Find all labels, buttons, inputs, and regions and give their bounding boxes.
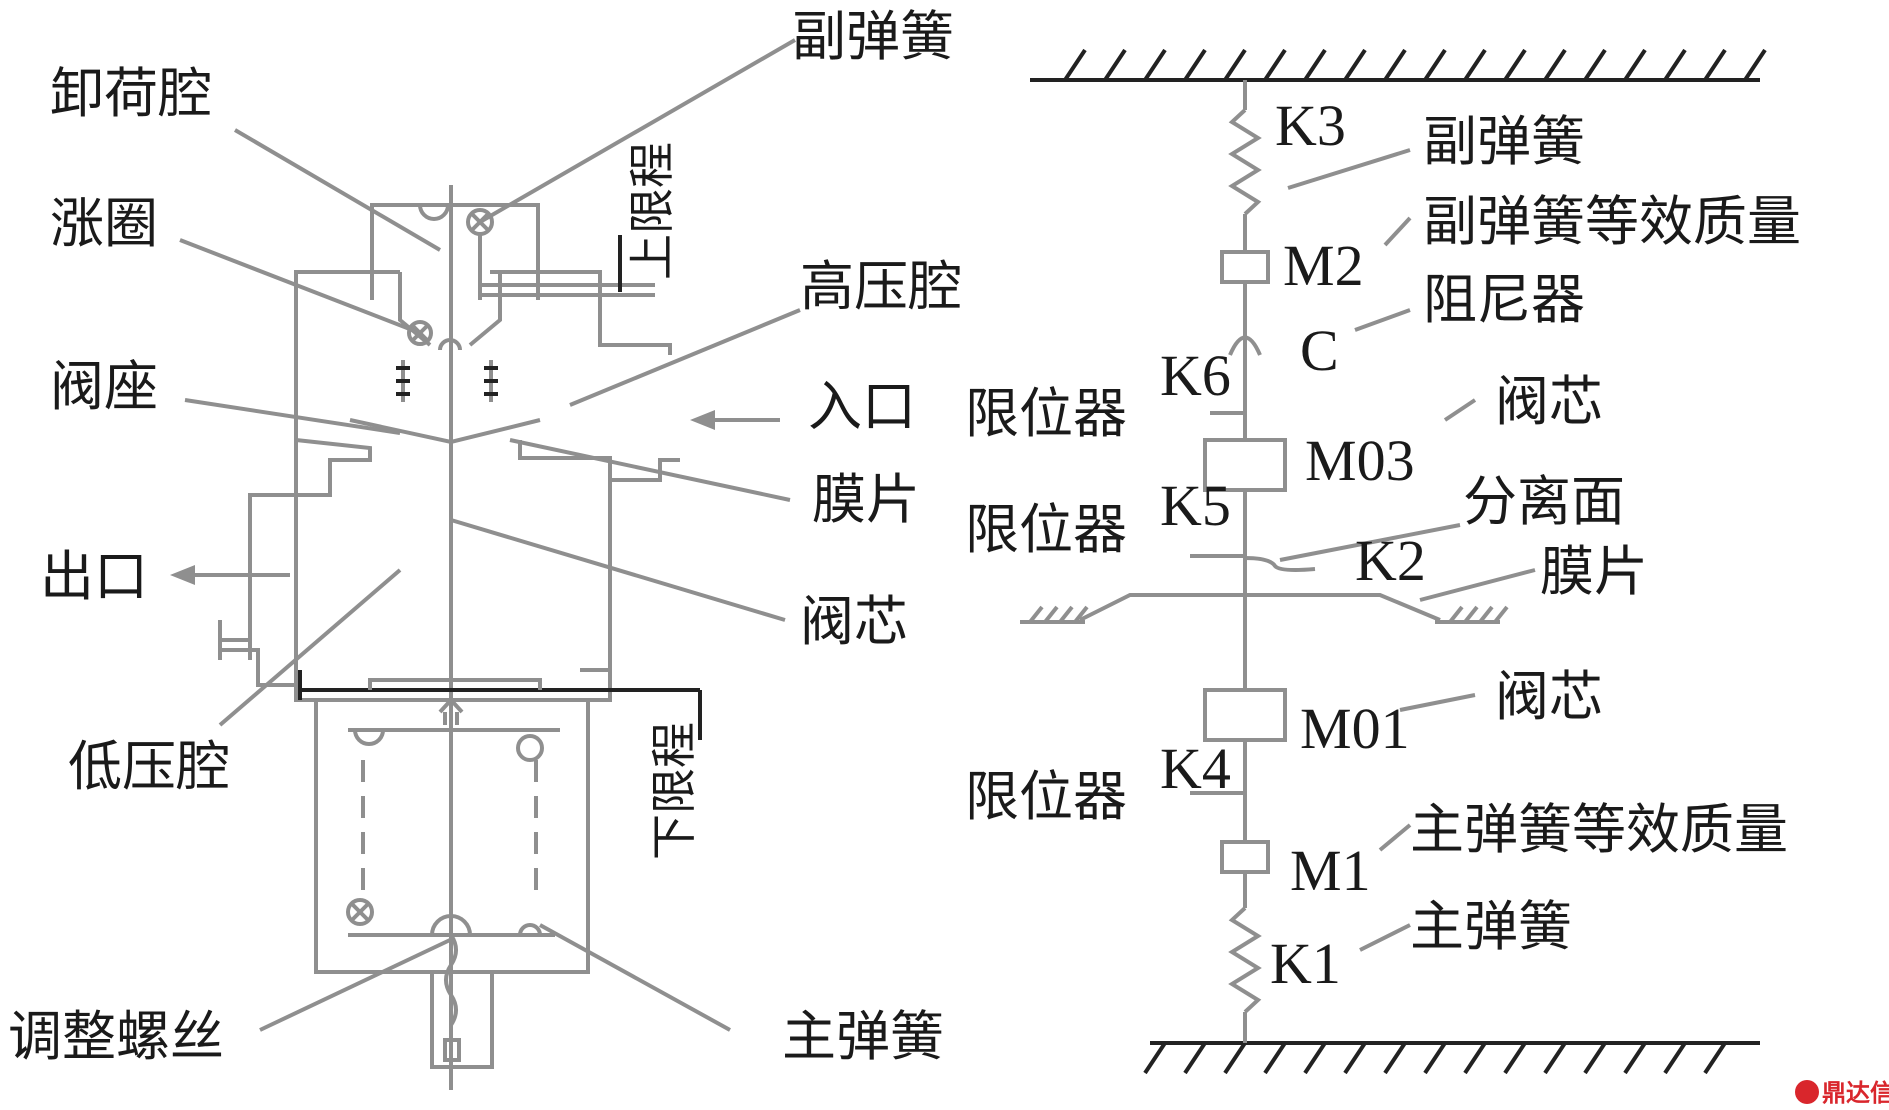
upper-limit-label: 上限程 xyxy=(625,142,679,280)
lower-limit-label: 下限程 xyxy=(647,722,701,860)
k2-label: K2 xyxy=(1355,528,1426,593)
k3-label: K3 xyxy=(1275,93,1346,158)
main-spring-mass-label: 主弹簧等效质量 xyxy=(1410,798,1788,861)
k5-label: K5 xyxy=(1160,473,1231,538)
valve-seat-label: 阀座 xyxy=(50,355,158,418)
k4-label: K4 xyxy=(1160,736,1231,801)
diaphragm-label: 膜片 xyxy=(812,468,920,531)
damper xyxy=(1228,335,1262,356)
limiter-k5-label: 限位器 xyxy=(965,498,1127,561)
aux-spring-mass-label: 副弹簧等效质量 xyxy=(1423,190,1801,253)
m01-mass xyxy=(1203,688,1287,742)
m2-mass xyxy=(1220,250,1270,284)
c-label: C xyxy=(1300,318,1339,383)
aux-spring-model-label: 副弹簧 xyxy=(1423,110,1585,173)
m2-label: M2 xyxy=(1283,233,1364,298)
diaphragm-spring-k2 xyxy=(1079,593,1441,622)
inlet-label: 入口 xyxy=(808,375,916,438)
main-spring-label: 主弹簧 xyxy=(782,1005,944,1068)
low-pressure-chamber-label: 低压腔 xyxy=(68,735,230,798)
valve-core-top-label: 阀芯 xyxy=(1495,370,1603,433)
valve-core-bottom-label: 阀芯 xyxy=(1495,665,1603,728)
main-spring-model-label: 主弹簧 xyxy=(1410,895,1572,958)
m1-mass xyxy=(1220,840,1270,874)
k3-spring xyxy=(1228,108,1262,216)
expansion-ring-label: 涨圈 xyxy=(50,192,158,255)
valve-structure: 卸荷腔 副弹簧 涨圈 上限程 高压腔 阀座 入口 膜片 出口 阀芯 低压腔 下限… xyxy=(8,5,962,1090)
aux-spring-label: 副弹簧 xyxy=(792,5,954,68)
mechanical-model: K3 副弹簧 M2 副弹簧等效质量 C 阻尼器 限位器 K6 阀芯 M03 限位… xyxy=(965,48,1801,1075)
watermark-text: 鼎达信 xyxy=(1822,1079,1889,1107)
diaphragm-model-label: 膜片 xyxy=(1540,540,1648,603)
damper-label: 阻尼器 xyxy=(1423,268,1585,331)
high-pressure-chamber-label: 高压腔 xyxy=(800,255,962,318)
k6-label: K6 xyxy=(1160,343,1231,408)
k1-label: K1 xyxy=(1270,931,1341,996)
unload-chamber-label: 卸荷腔 xyxy=(50,62,212,125)
adjust-screw-label: 调整螺丝 xyxy=(8,1005,224,1068)
m1-label: M1 xyxy=(1290,838,1371,903)
m03-label: M03 xyxy=(1305,428,1415,493)
limiter-k4-label: 限位器 xyxy=(965,765,1127,828)
limiter-k6-label: 限位器 xyxy=(965,382,1127,445)
m01-label: M01 xyxy=(1300,696,1410,761)
separation-surface-label: 分离面 xyxy=(1463,470,1625,533)
watermark: 鼎达信 xyxy=(1795,1079,1889,1107)
outlet-label: 出口 xyxy=(40,545,148,608)
valve-core-label: 阀芯 xyxy=(800,590,908,653)
k1-spring xyxy=(1228,906,1262,1014)
